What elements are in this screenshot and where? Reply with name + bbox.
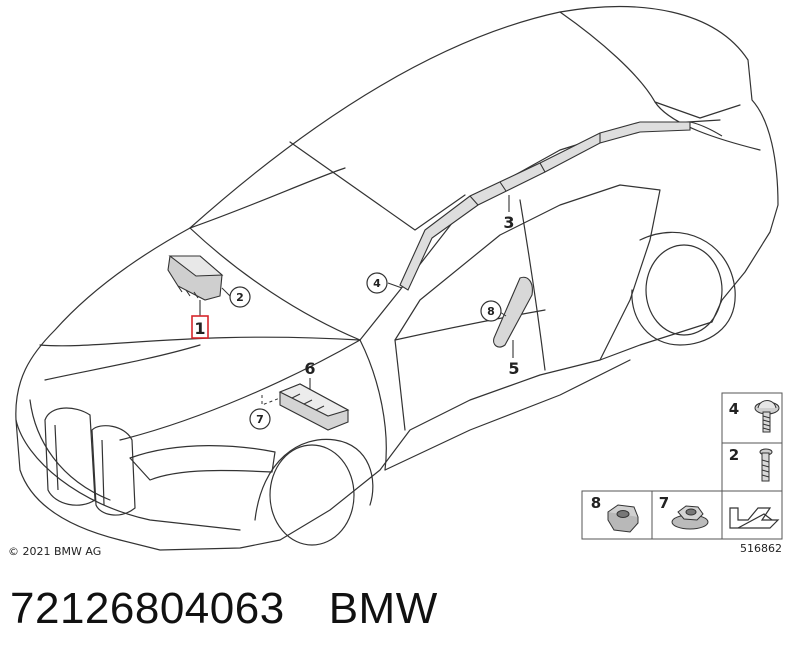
callout-5: 5 (508, 359, 519, 378)
legend-number-8: 8 (591, 494, 601, 512)
svg-text:5: 5 (508, 359, 519, 378)
kidney-grille (44, 407, 136, 516)
part-number-caption: 72126804063 BMW (10, 584, 482, 634)
callout-7: 7 (249, 408, 271, 430)
legend-number-7: 7 (659, 494, 669, 512)
legend-box-screw (721, 392, 783, 444)
svg-text:3: 3 (503, 213, 514, 232)
brand-name: BMW (328, 584, 438, 633)
screw-icon (754, 400, 780, 433)
svg-text:6: 6 (304, 359, 315, 378)
svg-text:2: 2 (236, 291, 244, 304)
curtain-airbag-part (399, 121, 723, 291)
copyright-text: © 2021 BMW AG (8, 545, 101, 558)
figure-number: 516862 (740, 542, 782, 555)
bolt-icon (759, 448, 773, 482)
svg-text:8: 8 (487, 305, 495, 318)
passenger-airbag-part (167, 255, 224, 316)
side-airbag-part (493, 276, 533, 358)
hex-nut-icon (607, 504, 639, 533)
airbag-parts-diagram: 1 2 3 4 5 6 7 8 (8, 5, 783, 558)
legend-number-4: 4 (729, 400, 739, 418)
svg-text:7: 7 (256, 413, 264, 426)
flange-nut-icon (671, 505, 709, 530)
part-number: 72126804063 (10, 584, 285, 633)
svg-text:1: 1 (194, 319, 205, 338)
callout-6: 6 (304, 359, 315, 378)
callout-3: 3 (503, 213, 514, 232)
callout-2: 2 (229, 286, 251, 308)
callout-8: 8 (480, 300, 502, 322)
callout-1: 1 (191, 315, 209, 339)
car-outline (15, 5, 779, 551)
callout-4: 4 (366, 272, 388, 294)
legend-number-2: 2 (729, 446, 739, 464)
knee-airbag-part (278, 378, 350, 431)
svg-text:4: 4 (373, 277, 381, 290)
leader-lines (221, 282, 507, 406)
direction-arrow-icon (729, 507, 780, 529)
